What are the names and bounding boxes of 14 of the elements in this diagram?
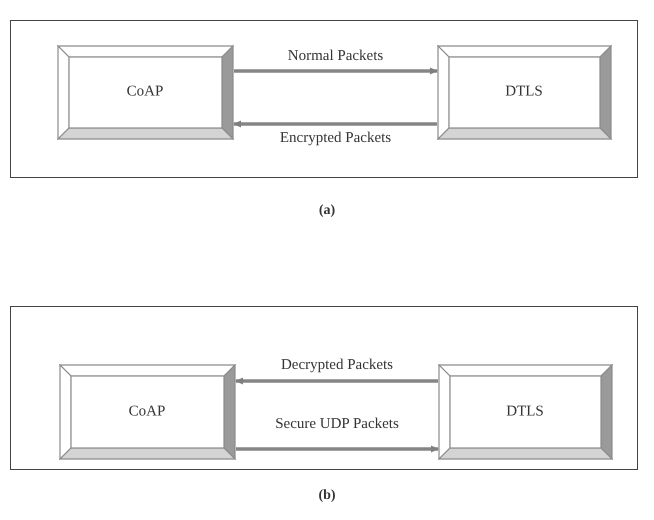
edge-label: Encrypted Packets (278, 130, 394, 147)
node-label: DTLS (506, 403, 544, 420)
node-label: DTLS (505, 84, 543, 100)
arrow (236, 446, 439, 452)
edge-label: Decrypted Packets (278, 357, 396, 374)
panel-frame (10, 20, 638, 178)
arrow (235, 378, 438, 384)
arrow (233, 120, 437, 128)
node-label: CoAP (126, 84, 164, 100)
panel-caption: (a) (318, 203, 336, 219)
arrow (234, 68, 438, 74)
panel-caption: (b) (318, 488, 336, 504)
panel-frame (10, 306, 638, 470)
node-label: CoAP (128, 403, 166, 420)
